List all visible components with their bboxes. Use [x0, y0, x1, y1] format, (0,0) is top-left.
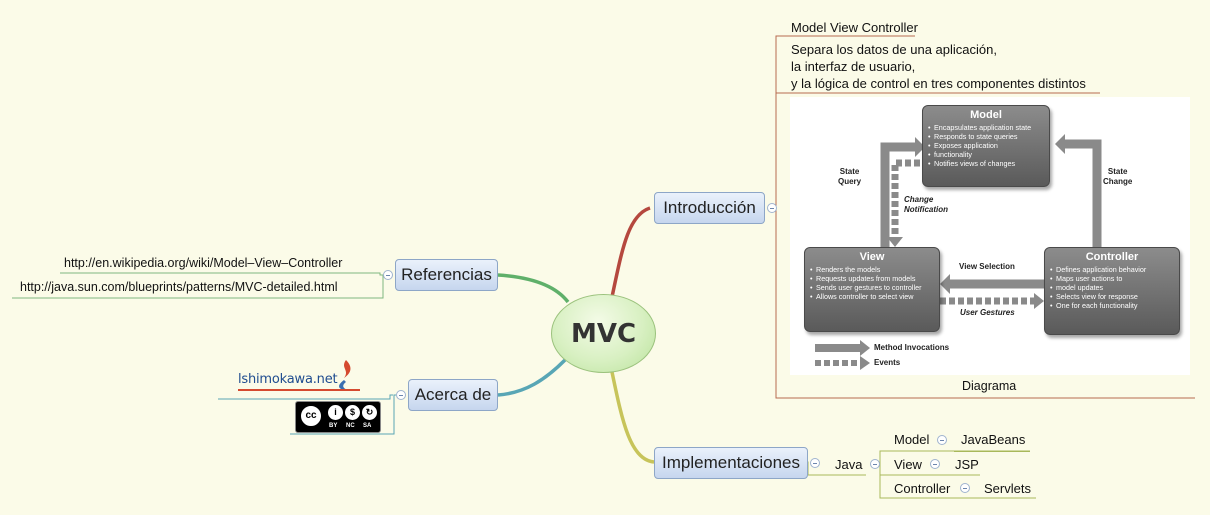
legend-method-arrowhead — [860, 340, 870, 356]
logo-text: lshimokawa.net — [238, 372, 338, 387]
lshimokawa-logo[interactable]: lshimokawa.net — [238, 358, 364, 394]
license-label: NC — [346, 423, 355, 429]
controller-item: model updates — [1050, 283, 1175, 292]
arrow-state-query — [880, 142, 915, 247]
controller-item: Selects view for response — [1050, 292, 1175, 301]
impl-model[interactable]: Model — [894, 432, 930, 447]
ref-link-wikipedia[interactable]: http://en.wikipedia.org/wiki/Model–View–… — [64, 256, 343, 270]
impl-javabeans[interactable]: JavaBeans — [961, 432, 1026, 447]
model-item: Encapsulates application state — [928, 123, 1045, 132]
controller-item: One for each functionality — [1050, 301, 1175, 310]
state-change-line: State — [1107, 167, 1128, 176]
about-link-logo — [218, 394, 393, 400]
model-item: Responds to state queries — [928, 132, 1045, 141]
controller-item: Maps user actions to — [1050, 274, 1175, 283]
cc-icon: cc — [300, 405, 322, 427]
topic-implementaciones[interactable]: Implementaciones — [654, 447, 808, 479]
impl-java[interactable]: Java — [835, 457, 863, 472]
central-topic-mvc[interactable]: MVC — [551, 294, 656, 373]
label-state-change: State Change — [1103, 167, 1132, 187]
legend-events-arrowhead — [860, 356, 870, 370]
diagram-model-box: Model Encapsulates application state Res… — [922, 105, 1050, 187]
label-change-notification: Change Notification — [904, 195, 948, 215]
view-item: Allows controller to select view — [810, 292, 935, 301]
intro-link-desc — [775, 92, 1100, 208]
license-label: BY — [329, 423, 338, 429]
ref-link-1 — [60, 272, 393, 276]
about-link-badge — [290, 394, 396, 435]
intro-description-line: Separa los datos de una aplicación, — [791, 42, 997, 57]
branch-acerca — [497, 358, 567, 397]
license-label: SA — [363, 423, 372, 429]
label-state-query: State Query — [838, 167, 861, 187]
impl-controller[interactable]: Controller — [894, 481, 951, 496]
arrowhead-change-notification — [887, 237, 903, 247]
diagram-arrows — [815, 134, 1102, 370]
model-item: Notifies views of changes — [928, 159, 1045, 168]
model-box-title: Model — [970, 109, 1002, 121]
collapse-introduccion-icon[interactable] — [767, 203, 777, 213]
diagram-view-box: View Renders the models Requests updates… — [804, 247, 940, 332]
ref-link-java-sun[interactable]: http://java.sun.com/blueprints/patterns/… — [20, 280, 338, 294]
arrow-change-notification — [891, 159, 920, 239]
collapse-referencias-icon[interactable] — [383, 270, 393, 280]
intro-title-text[interactable]: Model View Controller — [791, 20, 918, 35]
arrowhead-state-query — [915, 137, 925, 157]
collapse-java-icon[interactable] — [870, 459, 880, 469]
model-item: functionality — [928, 150, 1045, 159]
intro-link-diagram — [775, 208, 1195, 399]
topic-referencias[interactable]: Referencias — [395, 259, 498, 291]
logo-underline — [238, 389, 360, 391]
branch-implementaciones — [610, 371, 655, 464]
state-query-line: State — [839, 167, 860, 176]
noncommercial-icon: $ — [344, 404, 361, 421]
topic-introduccion[interactable]: Introducción — [654, 192, 765, 224]
diagram-caption[interactable]: Diagrama — [962, 379, 1017, 393]
change-notification-line: Change — [904, 195, 934, 204]
view-box-title: View — [859, 251, 885, 263]
mvc-diagram-image[interactable]: Model Encapsulates application state Res… — [790, 97, 1190, 375]
collapse-controller-icon[interactable] — [960, 483, 970, 493]
collapse-view-icon[interactable] — [930, 459, 940, 469]
state-change-line: Change — [1103, 177, 1133, 186]
attribution-icon: i — [327, 404, 344, 421]
collapse-acerca-icon[interactable] — [396, 390, 406, 400]
arrow-state-change — [1065, 139, 1102, 247]
impl-jsp[interactable]: JSP — [955, 457, 979, 472]
sharealike-icon: ↻ — [361, 404, 378, 421]
view-item: Renders the models — [810, 265, 935, 274]
arrowhead-user-gestures — [1034, 293, 1044, 309]
view-item: Requests updates from models — [810, 274, 935, 283]
controller-item: Defines application behavior — [1050, 265, 1175, 274]
branch-introduccion — [610, 206, 651, 298]
logo-flame-icon — [339, 360, 351, 390]
impl-servlets[interactable]: Servlets — [984, 481, 1031, 496]
impl-view[interactable]: View — [894, 457, 922, 472]
label-user-gestures: User Gestures — [960, 308, 1015, 317]
intro-description-line: y la lógica de control en tres component… — [791, 76, 1086, 91]
collapse-model-icon[interactable] — [937, 435, 947, 445]
arrowhead-state-change — [1055, 134, 1065, 154]
legend-method-label: Method Invocations — [874, 343, 950, 352]
branch-referencias — [497, 273, 570, 304]
intro-description[interactable]: Separa los datos de una aplicación, la i… — [791, 41, 1086, 92]
diagram-controller-box: Controller Defines application behavior … — [1044, 247, 1180, 335]
controller-box-title: Controller — [1085, 251, 1139, 263]
state-query-line: Query — [838, 177, 862, 186]
impl-model-line — [954, 451, 1030, 452]
creative-commons-badge[interactable]: cc i $ ↻ BY NC SA — [295, 401, 381, 433]
model-item: Exposes application — [928, 141, 1045, 150]
topic-acerca-de[interactable]: Acerca de — [408, 379, 498, 411]
view-item: Sends user gestures to controller — [810, 283, 935, 292]
arrowhead-view-selection — [940, 274, 950, 294]
intro-description-line: la interfaz de usuario, — [791, 59, 916, 74]
legend-events-label: Events — [874, 358, 901, 367]
change-notification-line: Notification — [904, 205, 948, 214]
collapse-implementaciones-icon[interactable] — [810, 458, 820, 468]
label-view-selection: View Selection — [959, 262, 1015, 271]
